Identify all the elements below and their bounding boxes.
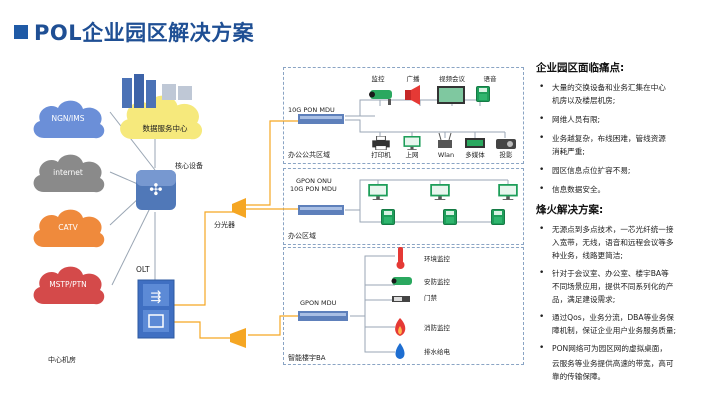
video-conference-icon [437,86,465,104]
cloud-label-ngn: NGN/IMS [51,114,84,123]
solution-item: 无源点到多点技术，一芯光纤统一接 入宽带，无线，语音和远程会议等多 种业务，线路… [530,223,716,262]
network-diagram: NGN/IMS internet CATV MSTP/PTN 数据服务中心 ✣ … [33,74,518,364]
pc-icon [368,184,388,200]
office-mdu-label-1: GPON ONU [296,177,332,185]
zone-office-public [283,67,524,164]
cloud-label-mstp: MSTP/PTN [49,280,87,289]
office-mdu-label-2: 10G PON MDU [290,185,337,193]
device-label-water: 排水给电 [424,347,451,356]
device-label-voice: 语音 [484,74,498,83]
multimedia-icon [465,138,485,148]
svg-text:⇶: ⇶ [151,290,162,305]
pain-item: 大量的交换设备和业务汇集在中心 机房以及楼层机房; [530,81,716,107]
office-zone-label: 办公区域 [288,231,316,240]
building-zone-label: 智能楼宇BA [288,353,326,362]
pc-icon [430,184,450,200]
zone-office [283,168,524,245]
device-label-camera: 监控 [372,74,386,83]
wlan-icon [438,132,452,148]
pain-list: 大量的交换设备和业务汇集在中心 机房以及楼层机房; 网维人员有限; 业务越复杂，… [530,81,716,196]
printer-icon [372,136,390,150]
solution-title: 烽火解决方案: [536,204,604,216]
water-drop-icon [395,343,405,359]
title-marker [14,25,28,39]
camera-icon [369,90,392,105]
splitter-label: 分光器 [214,220,235,229]
pain-item: 业务越复杂，布线困难，管线资源 消耗严重; [530,132,716,158]
solution-item: 云服务等业务提供高速的带宽，高可 靠的传输保障。 [552,359,674,381]
data-center-cloud-icon [120,74,203,140]
mdu-icon [298,205,344,215]
solution-item: 通过Qos，业务分流，DBA等业务保 障机制，保证企业用户业务服务质量; [530,311,716,337]
zone-smart-building [283,247,524,365]
device-label-broadcast: 广播 [407,74,421,83]
phone-icon [491,209,505,225]
device-label-projector: 投影 [500,150,514,159]
building-mdu-label: GPON MDU [300,299,337,307]
pain-item: 信息数据安全。 [530,183,716,196]
olt-label: OLT [136,265,150,274]
device-label-security: 安防监控 [424,277,451,286]
device-label-printer: 打印机 [371,150,391,159]
solution-item: 针对于会议室、办公室、楼宇BA等 不同场景应用，提供不同系列化的产 品，满足建设… [530,267,716,306]
cloud-label-catv: CATV [58,223,78,232]
access-control-icon [392,296,410,302]
pc-icon [403,136,421,150]
phone-icon [443,209,457,225]
device-label-environment: 环境监控 [424,254,451,263]
core-switch-icon: ✣ [136,170,176,210]
central-room-label: 中心机房 [48,355,76,364]
public-zone-label: 办公公共区域 [288,150,330,159]
page-title: POL企业园区解决方案 [34,21,255,45]
security-camera-icon [391,277,412,285]
data-center-label: 数据服务中心 [143,123,188,133]
device-label-access: 门禁 [424,293,438,302]
device-label-fire: 消防监控 [424,323,451,332]
olt-icon: ⇶ [137,279,175,339]
splitter-icon [232,198,246,218]
device-label-internet: 上网 [406,150,419,159]
mdu-icon [298,114,344,124]
thermometer-icon [396,247,405,269]
speaker-icon [405,85,420,105]
pain-item: 园区信息点位扩容不易; [530,164,716,177]
solution-item: PON网络可为园区网的虚拟桌面， [530,342,716,355]
device-label-wlan: Wlan [438,151,454,159]
solution-list: 无源点到多点技术，一芯光纤统一接 入宽带，无线，语音和远程会议等多 种业务，线路… [530,223,716,383]
mdu-icon [298,311,348,321]
device-label-multimedia: 多媒体 [465,150,485,159]
public-mdu-label: 10G PON MDU [288,106,335,114]
cloud-label-internet: internet [53,168,83,177]
fire-icon [395,318,406,336]
projector-icon [496,139,516,149]
sidebar: 企业园区面临痛点: 大量的交换设备和业务汇集在中心 机房以及楼层机房; 网维人员… [530,60,716,388]
phone-icon [476,86,490,102]
splitter-icon [230,328,246,348]
pain-item: 网维人员有限; [530,113,716,126]
pain-title: 企业园区面临痛点: [536,62,625,74]
phone-icon [381,209,395,225]
svg-text:✣: ✣ [149,180,162,199]
device-label-video-conference: 视频会议 [439,74,466,83]
pc-icon [498,184,518,200]
core-device-label: 核心设备 [175,161,203,170]
